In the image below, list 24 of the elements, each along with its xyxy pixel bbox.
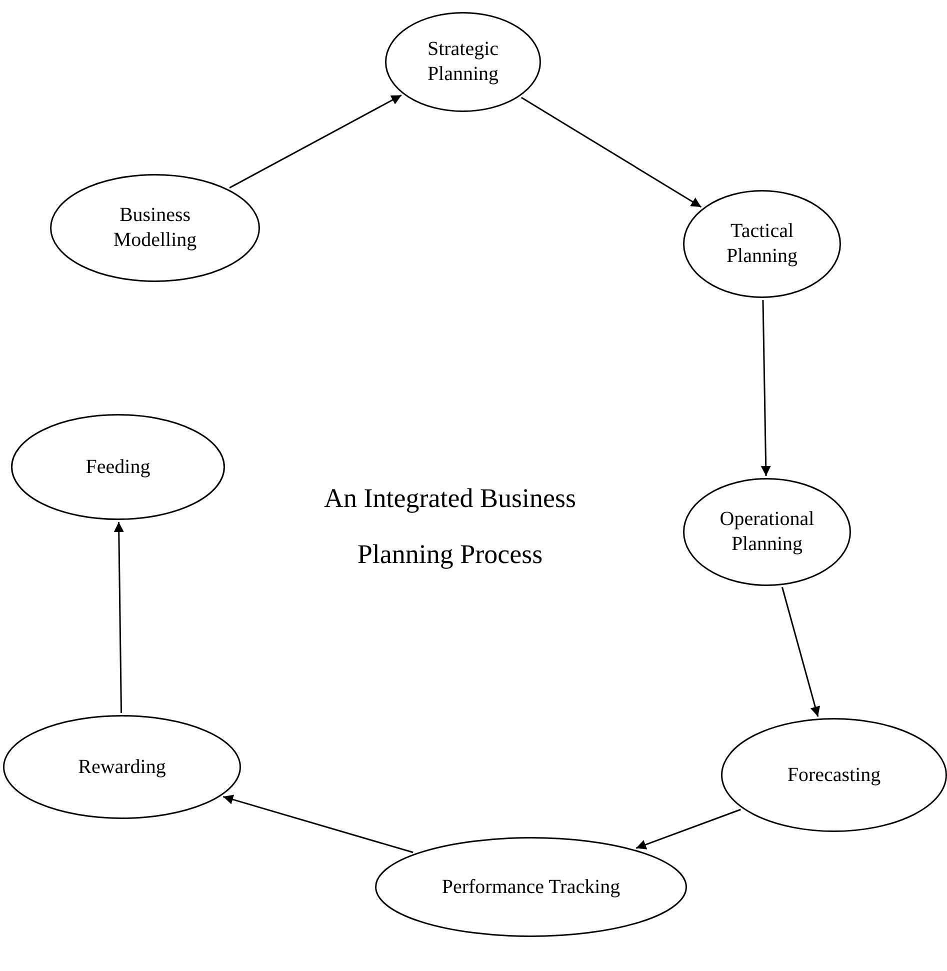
arrow <box>229 94 402 188</box>
process-ellipse <box>683 478 851 586</box>
process-ellipse <box>50 174 260 282</box>
node-label: Business Modelling <box>112 203 198 253</box>
process-ellipse <box>385 12 541 112</box>
arrow <box>521 96 702 208</box>
process-ellipse <box>375 837 687 937</box>
process-ellipse <box>11 414 225 520</box>
arrow <box>781 586 820 717</box>
node-label: Strategic Planning <box>426 37 500 87</box>
process-ellipse <box>721 718 947 832</box>
node-label: Performance Tracking <box>442 874 620 900</box>
node-label: Operational Planning <box>718 507 816 557</box>
node-label: Tactical Planning <box>725 219 799 269</box>
node-label: Rewarding <box>78 754 166 780</box>
arrow <box>760 300 771 476</box>
arrow <box>114 522 124 713</box>
process-ellipse <box>3 715 241 819</box>
diagram-title: An Integrated Business Planning Process <box>323 482 577 571</box>
process-ellipse <box>683 190 841 298</box>
arrow <box>222 794 414 854</box>
node-label: Feeding <box>86 454 150 480</box>
arrow <box>636 808 741 850</box>
node-label: Forecasting <box>787 762 881 788</box>
